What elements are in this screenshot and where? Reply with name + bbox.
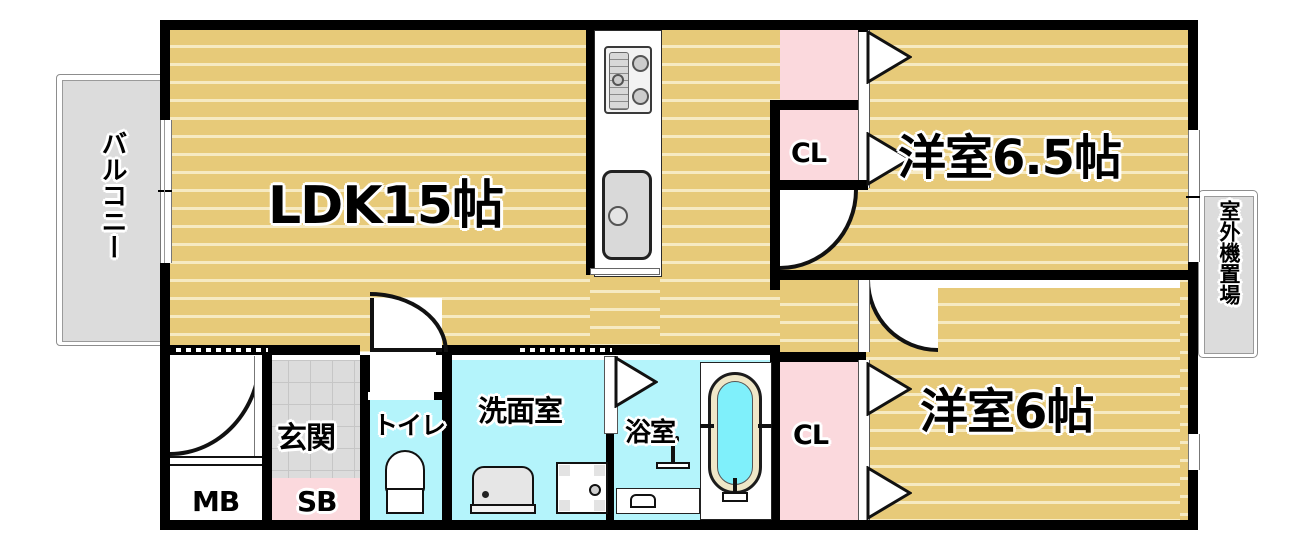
room2-label: 洋室6帖 xyxy=(920,384,1094,440)
vanity-sink xyxy=(472,466,534,506)
wall-outer-top xyxy=(160,20,1198,30)
wall-cl-top-header xyxy=(770,100,858,110)
sb-fill xyxy=(272,478,362,520)
room1-label: 洋室6.5帖 xyxy=(898,130,1122,186)
pan-corner-tl xyxy=(559,465,570,476)
ldk-sill-right xyxy=(520,348,612,352)
pan-corner-tr xyxy=(594,465,605,476)
ldk-label: LDK15帖 xyxy=(268,176,504,236)
shower-faucet-head xyxy=(667,436,679,442)
mb-fill xyxy=(168,478,266,520)
washing-machine-pan xyxy=(556,462,608,514)
gas-stove xyxy=(604,46,652,114)
room1-window-mullion xyxy=(1186,196,1200,198)
balcony-door-leaf xyxy=(164,120,165,263)
wall-room1-bottom-left xyxy=(780,270,858,280)
bathtub xyxy=(708,372,762,494)
genkan-label: 玄関 xyxy=(277,421,336,456)
kitchen-counter-base xyxy=(590,268,660,275)
balcony-floor xyxy=(62,80,164,342)
wall-cl-bottom-top xyxy=(770,352,866,362)
wall-toilet-right xyxy=(442,355,452,520)
wall-outer-bottom xyxy=(160,520,1198,530)
wall-outer-right-top xyxy=(1188,20,1198,130)
washroom-label: 洗面室 xyxy=(478,394,563,428)
pan-corner-bl xyxy=(559,500,570,511)
stove-burner-large-2 xyxy=(632,88,649,105)
wall-cl-bottom-left xyxy=(770,352,780,520)
yokushitsu-door-outline xyxy=(614,356,658,408)
cl-top-jamb-lower xyxy=(858,180,868,190)
vanity-base xyxy=(470,504,536,514)
cl-top-jamb-upper xyxy=(858,22,868,32)
ldk-sill-left xyxy=(176,348,268,352)
wall-outer-right-bottom xyxy=(1188,470,1198,530)
ldk-floor-kitchen-right xyxy=(660,30,780,352)
toilet-bowl xyxy=(385,450,425,494)
bathtub-handle-left xyxy=(700,424,714,428)
wall-bath-left xyxy=(606,430,614,520)
cl-top-label: CL xyxy=(791,138,827,169)
pan-drain xyxy=(589,484,601,496)
wall-genkan-right xyxy=(262,355,272,520)
closet-bottom-fill xyxy=(780,360,858,520)
balcony-door-mullion xyxy=(158,190,172,192)
wall-outer-right-mid xyxy=(1188,262,1198,434)
pan-corner-br xyxy=(594,500,605,511)
cl-top-door-lower[interactable] xyxy=(866,132,912,186)
bath-stool xyxy=(630,494,656,508)
cl-top-door-upper[interactable] xyxy=(866,30,912,84)
cl-bottom-label: CL xyxy=(793,420,829,451)
sb-label: SB xyxy=(297,485,338,518)
genkan-door-leaf xyxy=(254,356,262,456)
stove-burner-large-1 xyxy=(632,55,649,72)
genkan-threshold xyxy=(170,456,262,466)
shower-faucet-stem xyxy=(671,440,675,464)
wall-outer-left-lower xyxy=(160,263,170,355)
ldk-floor-under-kitchen xyxy=(590,275,660,352)
wall-outer-left-upper xyxy=(160,20,170,120)
room2-door-leaf xyxy=(858,280,870,352)
wall-ldk-bottom-wash xyxy=(458,345,780,355)
toilet-tank xyxy=(386,488,424,514)
bathtub-handle-right xyxy=(758,424,772,428)
vanity-drain xyxy=(482,491,489,498)
wall-corridor-left-top xyxy=(770,100,780,290)
wall-left-genkan xyxy=(160,355,170,520)
genkan-floor xyxy=(266,360,362,478)
room2-window xyxy=(1188,434,1200,470)
cl-bottom-door-upper[interactable] xyxy=(866,362,912,416)
bathroom-label: 浴室 xyxy=(625,418,676,448)
bathtub-faucet-stem xyxy=(733,478,737,494)
outdoor-unit-floor xyxy=(1204,196,1254,354)
balcony-label: バルコニー xyxy=(97,130,127,260)
mb-label: MB xyxy=(192,485,240,518)
bathtub-water xyxy=(717,381,753,485)
wall-sb-left xyxy=(262,470,272,528)
wall-cl-top-bottom xyxy=(770,180,858,190)
outdoor-unit-label: 室外機置場 xyxy=(1217,200,1241,305)
kitchen-counter-left-wall xyxy=(586,30,594,275)
toilet-label: トイレ xyxy=(373,411,446,440)
kitchen-sink xyxy=(602,170,652,260)
toilet-door-opening xyxy=(368,392,434,400)
bath-counter xyxy=(616,488,700,514)
cl-bottom-door-lower[interactable] xyxy=(866,466,912,520)
wall-ldk-bottom-mid xyxy=(272,345,360,355)
wall-room1-bottom xyxy=(858,270,1190,280)
wall-toilet-left xyxy=(360,355,370,520)
kitchen-sink-drain xyxy=(608,206,628,226)
stove-burner-small xyxy=(612,74,624,86)
